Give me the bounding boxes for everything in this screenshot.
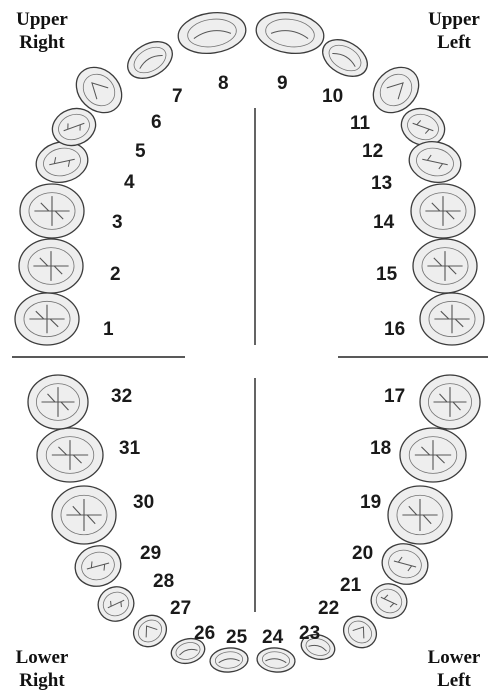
tooth-16 [420, 293, 484, 345]
tooth-number-22: 22 [318, 599, 339, 619]
tooth-24 [256, 646, 296, 673]
tooth-number-21: 21 [340, 576, 361, 596]
tooth-number-7: 7 [172, 87, 183, 107]
quadrant-label-line: Left [414, 31, 493, 54]
tooth-15 [413, 239, 477, 293]
tooth-number-20: 20 [352, 544, 373, 564]
tooth-number-8: 8 [218, 74, 229, 94]
quadrant-label-upper-left: Upper Left [414, 8, 493, 54]
quadrant-label-upper-right: Upper Right [2, 8, 82, 54]
tooth-31 [37, 428, 103, 482]
tooth-27 [127, 609, 172, 653]
tooth-17 [420, 375, 480, 429]
tooth-number-24: 24 [262, 628, 283, 648]
tooth-number-12: 12 [362, 142, 383, 162]
quadrant-label-line: Left [414, 669, 493, 692]
tooth-number-29: 29 [140, 544, 161, 564]
quadrant-label-lower-right: Lower Right [2, 646, 82, 692]
tooth-30 [52, 486, 116, 544]
tooth-18 [400, 428, 466, 482]
tooth-7 [121, 34, 179, 86]
tooth-25 [209, 646, 249, 673]
tooth-number-28: 28 [153, 572, 174, 592]
tooth-number-2: 2 [110, 265, 121, 285]
tooth-number-23: 23 [299, 624, 320, 644]
tooth-32 [28, 375, 88, 429]
tooth-number-9: 9 [277, 74, 288, 94]
tooth-13 [405, 137, 464, 187]
tooth-number-18: 18 [370, 439, 391, 459]
tooth-21 [366, 578, 413, 624]
tooth-number-27: 27 [170, 599, 191, 619]
quadrant-label-lower-left: Lower Left [414, 646, 493, 692]
tooth-number-30: 30 [133, 493, 154, 513]
tooth-1 [15, 293, 79, 345]
tooth-20 [378, 539, 433, 590]
quadrant-label-line: Lower [2, 646, 82, 669]
quadrant-label-line: Lower [414, 646, 493, 669]
tooth-28 [93, 581, 140, 627]
tooth-3 [20, 184, 84, 238]
tooth-14 [411, 184, 475, 238]
tooth-number-5: 5 [135, 142, 146, 162]
tooth-number-15: 15 [376, 265, 397, 285]
tooth-number-32: 32 [111, 387, 132, 407]
tooth-number-14: 14 [373, 213, 394, 233]
tooth-number-17: 17 [384, 387, 405, 407]
tooth-29 [71, 541, 126, 592]
tooth-number-11: 11 [350, 114, 370, 134]
tooth-number-3: 3 [112, 213, 123, 233]
tooth-number-6: 6 [151, 113, 162, 133]
quadrant-label-line: Right [2, 669, 82, 692]
tooth-9 [254, 8, 327, 57]
tooth-number-31: 31 [119, 439, 140, 459]
tooth-2 [19, 239, 83, 293]
tooth-number-10: 10 [322, 87, 343, 107]
tooth-number-4: 4 [124, 173, 135, 193]
tooth-4 [32, 137, 91, 187]
tooth-number-26: 26 [194, 624, 215, 644]
quadrant-label-line: Upper [2, 8, 82, 31]
tooth-10 [316, 32, 374, 84]
tooth-19 [388, 486, 452, 544]
tooth-number-1: 1 [103, 320, 114, 340]
tooth-22 [337, 610, 382, 654]
quadrant-label-line: Right [2, 31, 82, 54]
tooth-number-13: 13 [371, 174, 392, 194]
tooth-number-25: 25 [226, 628, 247, 648]
tooth-number-19: 19 [360, 493, 381, 513]
quadrant-label-line: Upper [414, 8, 493, 31]
tooth-number-16: 16 [384, 320, 405, 340]
tooth-8 [176, 8, 249, 57]
